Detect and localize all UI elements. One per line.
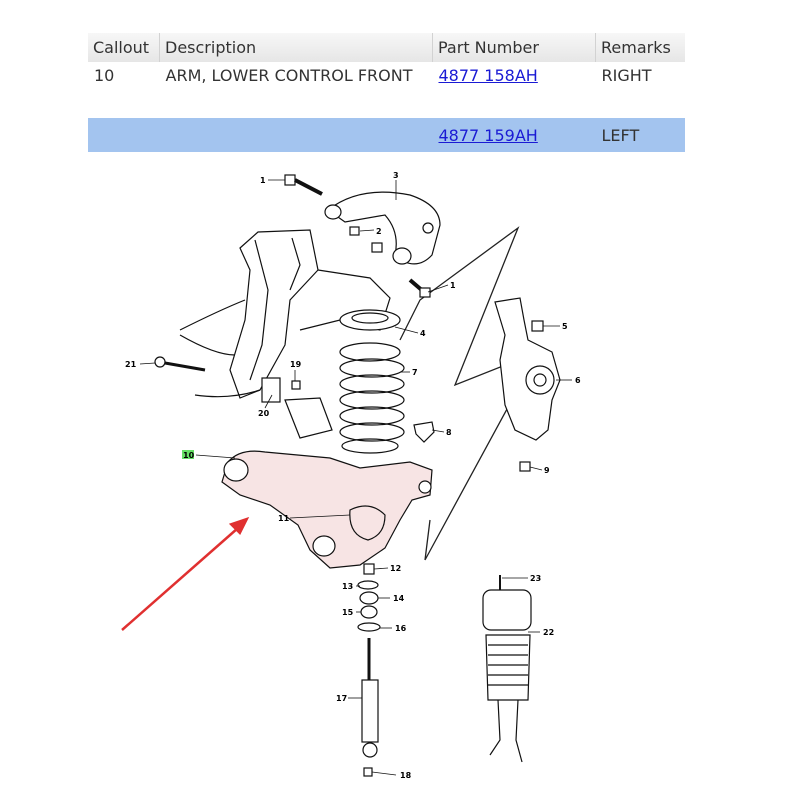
- nut-5: [531, 320, 544, 332]
- bolt-1-right: [408, 278, 431, 298]
- callout-22[interactable]: 22: [543, 628, 554, 637]
- callout-7[interactable]: 7: [412, 368, 418, 377]
- callout-10[interactable]: 10: [183, 451, 195, 460]
- cell-callout: 10: [94, 66, 115, 85]
- nut-2: [349, 226, 383, 253]
- jounce-bumper: [413, 421, 435, 443]
- divider-lines: [399, 226, 540, 561]
- callout-11[interactable]: 11: [278, 514, 290, 523]
- red-arrow: [121, 516, 250, 631]
- parts-table: Callout Description Part Number Remarks …: [88, 33, 685, 152]
- leader-lines: [139, 179, 572, 776]
- callout-10-highlight: [182, 450, 194, 459]
- air-spring: [482, 575, 532, 763]
- callout-18[interactable]: 18: [400, 771, 412, 780]
- bolt-21: [154, 356, 206, 372]
- cell-remarks: LEFT: [595, 118, 685, 152]
- callout-15[interactable]: 15: [342, 608, 354, 617]
- cell-description: [159, 118, 433, 152]
- steering-knuckle: [494, 297, 561, 441]
- coil-spring: [339, 342, 405, 454]
- part-number-link[interactable]: 4877 159AH: [438, 125, 538, 145]
- header-description[interactable]: Description: [159, 33, 433, 62]
- lower-control-arm: [221, 450, 433, 569]
- bolt-1-top: [284, 174, 323, 196]
- callout-17[interactable]: 17: [336, 694, 347, 703]
- frame-bracket: [179, 229, 391, 403]
- upper-control-arm: [324, 191, 441, 265]
- callout-13[interactable]: 13: [342, 582, 353, 591]
- bolt-19: [291, 380, 301, 390]
- part-number-link[interactable]: 4877 158AH: [438, 66, 538, 85]
- callout-21[interactable]: 21: [125, 360, 137, 369]
- table-row[interactable]: 10 ARM, LOWER CONTROL FRONT 4877 158AH R…: [88, 62, 685, 118]
- callout-3[interactable]: 3: [393, 171, 399, 180]
- callout-6[interactable]: 6: [575, 376, 581, 385]
- suspension-diagram: 1 2 3 1 4 5 6 7 8 9 10 11 12 13 14 15 16…: [121, 171, 581, 780]
- callout-20[interactable]: 20: [258, 409, 270, 418]
- bracket-20: [284, 397, 333, 439]
- nut-9: [519, 461, 531, 472]
- table-header-row: Callout Description Part Number Remarks: [88, 33, 685, 62]
- callout-labels: 1 2 3 1 4 5 6 7 8 9 10 11 12 13 14 15 16…: [125, 171, 581, 780]
- callout-1b[interactable]: 1: [450, 281, 456, 290]
- callout-1[interactable]: 1: [260, 176, 266, 185]
- callout-5[interactable]: 5: [562, 322, 568, 331]
- cell-description: ARM, LOWER CONTROL FRONT: [165, 66, 413, 85]
- spring-isolator: [339, 309, 401, 331]
- cell-part-number: 4877 159AH: [432, 118, 596, 152]
- callout-19[interactable]: 19: [290, 360, 302, 369]
- shock-mount-hardware: [357, 563, 381, 632]
- callout-16[interactable]: 16: [395, 624, 407, 633]
- cell-callout: [88, 118, 160, 152]
- callout-9[interactable]: 9: [544, 466, 550, 475]
- callout-14[interactable]: 14: [393, 594, 405, 603]
- table-row-selected[interactable]: 4877 159AH LEFT: [88, 118, 685, 152]
- header-part-number[interactable]: Part Number: [432, 33, 596, 62]
- cell-remarks: RIGHT: [601, 66, 652, 85]
- callout-2[interactable]: 2: [376, 227, 382, 236]
- callout-8[interactable]: 8: [446, 428, 452, 437]
- callout-23[interactable]: 23: [530, 574, 541, 583]
- header-remarks[interactable]: Remarks: [595, 33, 685, 62]
- header-callout[interactable]: Callout: [88, 33, 160, 62]
- shock-absorber: [361, 638, 379, 777]
- cell-part-number: 4877 158AH: [433, 62, 596, 118]
- callout-12[interactable]: 12: [390, 564, 401, 573]
- callout-4[interactable]: 4: [420, 329, 426, 338]
